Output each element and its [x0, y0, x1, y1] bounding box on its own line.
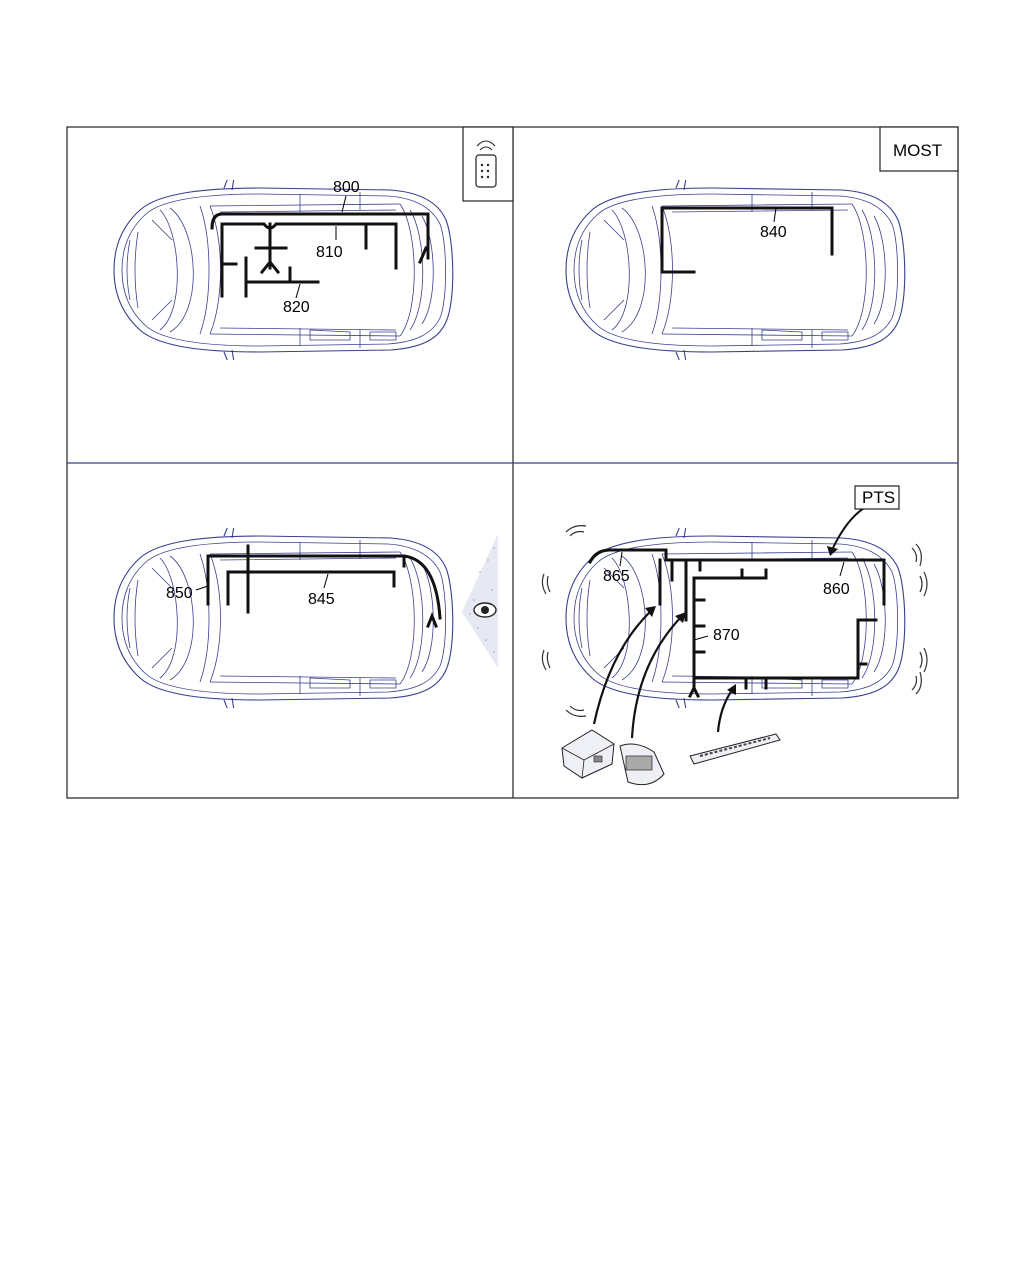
label-850: 850 [166, 585, 193, 602]
switch-panel-component [619, 743, 665, 786]
sensor-strip-component [689, 733, 781, 765]
badge-most: MOST [879, 126, 959, 172]
badge-pts: PTS [854, 485, 900, 510]
car-outline [113, 528, 454, 708]
svg-text:PTS: PTS [862, 488, 895, 507]
car-outline [565, 528, 906, 708]
label-800: 800 [333, 179, 360, 196]
harness-840 [660, 206, 834, 274]
label-820: 820 [283, 299, 310, 316]
panel-top-right: 840 MOST [565, 126, 959, 360]
control-module-component [561, 729, 615, 779]
label-845: 845 [308, 591, 335, 608]
label-860: 860 [823, 581, 850, 598]
harness-845-850 [206, 544, 442, 628]
harness-800-810-820 [210, 212, 430, 298]
panel-bottom-left: 850 845 [113, 528, 498, 708]
panel-bottom-right: 865 860 870 PTS [541, 485, 928, 786]
label-840: 840 [760, 224, 787, 241]
parking-sensor-waves-icon [541, 525, 928, 717]
eye-camera-icon [462, 534, 498, 668]
svg-text:MOST: MOST [893, 141, 942, 160]
panel-top-left: 800 810 820 [113, 126, 514, 360]
car-outline [565, 180, 906, 360]
harness-860-865-870 [587, 548, 886, 699]
remote-key-icon [462, 126, 514, 202]
car-outline [113, 180, 454, 360]
component-arrows [592, 507, 865, 739]
label-810: 810 [316, 244, 343, 261]
label-870: 870 [713, 627, 740, 644]
label-865: 865 [603, 568, 630, 585]
